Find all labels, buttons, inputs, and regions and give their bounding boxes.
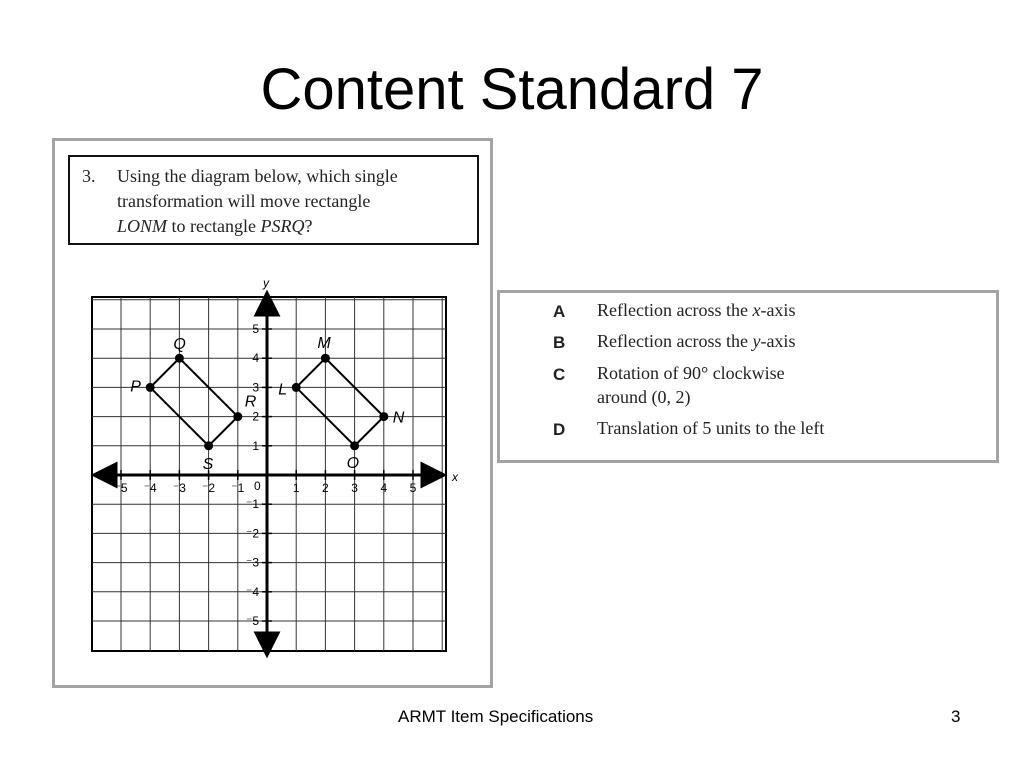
option-d-letter: D <box>553 420 566 439</box>
option-c-text-line2: around (0, 2) <box>597 387 691 407</box>
point-p <box>145 382 155 392</box>
footer-text: ARMT Item Specifications <box>398 707 594 726</box>
point-label-m: M <box>317 335 331 352</box>
x-tick-label: 1 <box>293 481 300 495</box>
point-label-r: R <box>245 394 257 411</box>
point-label-p: P <box>130 378 141 395</box>
option-b-text: Reflection across the y-axis <box>597 331 796 351</box>
x-tick-label: 2 <box>322 481 329 495</box>
point-label-s: S <box>203 456 214 473</box>
point-n <box>379 412 389 422</box>
point-label-l: L <box>278 381 287 398</box>
y-tick-label: ⁻2 <box>246 526 259 540</box>
option-a-text: Reflection across the x-axis <box>597 300 796 320</box>
point-q <box>174 353 184 363</box>
x-tick-label: 3 <box>351 481 358 495</box>
y-tick-label: 1 <box>252 439 259 453</box>
point-l <box>291 382 301 392</box>
x-tick-label: ⁻3 <box>173 481 186 495</box>
y-tick-label: 3 <box>252 380 259 394</box>
question-line-1: Using the diagram below, which single <box>117 166 398 186</box>
x-axis-label: x <box>451 470 459 484</box>
x-tick-label: ⁻5 <box>114 481 127 495</box>
x-tick-label: 5 <box>410 481 417 495</box>
point-label-n: N <box>393 410 405 427</box>
rect-psrq-name: PSRQ <box>260 216 305 236</box>
question-connector: to rectangle <box>167 216 261 236</box>
point-label-q: Q <box>173 336 185 353</box>
question-number: 3. <box>82 166 96 186</box>
point-s <box>204 441 214 451</box>
option-d-text: Translation of 5 units to the left <box>597 418 825 438</box>
point-r <box>233 412 243 422</box>
option-b-letter: B <box>553 333 566 352</box>
question-line-3: LONM to rectangle PSRQ? <box>117 216 312 237</box>
rectangle-pqrs <box>148 356 240 448</box>
x-tick-label: ⁻1 <box>231 481 244 495</box>
x-tick-label: 4 <box>380 481 387 495</box>
slide-title: Content Standard 7 <box>260 57 764 122</box>
question-box <box>68 155 479 245</box>
origin-label: 0 <box>254 479 261 493</box>
rect-lonm-name: LONM <box>117 216 168 236</box>
answer-frame <box>497 290 999 463</box>
point-o <box>350 441 360 451</box>
y-tick-label: ⁻4 <box>246 585 259 599</box>
points: L M N O P Q R S <box>130 335 405 473</box>
x-tick-label: ⁻2 <box>202 481 215 495</box>
page-number: 3 <box>951 707 961 726</box>
option-a-letter: A <box>553 302 566 321</box>
point-label-o: O <box>347 455 359 472</box>
y-tick-label: 4 <box>252 351 259 365</box>
question-line-2: transformation will move rectangle <box>117 191 371 211</box>
option-c-letter: C <box>553 365 566 384</box>
x-tick-label: ⁻4 <box>144 481 157 495</box>
option-c-text: Rotation of 90° clockwise <box>597 363 785 383</box>
y-tick-label: ⁻3 <box>246 556 259 570</box>
y-axis-label: y <box>262 276 270 290</box>
question-mark: ? <box>304 216 313 236</box>
point-m <box>320 353 330 363</box>
axis-ticks: ⁻5 ⁻4 ⁻3 ⁻2 ⁻1 1 2 3 4 5 5 4 3 2 1 ⁻1 ⁻2 ⁻3 ⁻4 ⁻5 <box>114 322 416 628</box>
y-tick-label: ⁻5 <box>246 614 259 628</box>
coordinate-graph: x y 0 ⁻5 ⁻4 ⁻3 ⁻2 ⁻1 1 2 3 4 5 5 4 3 2 1 ⁻1 ⁻2 ⁻3 ⁻4 ⁻5 L M N O P… <box>90 276 459 659</box>
y-tick-label: 2 <box>252 410 259 424</box>
y-tick-label: 5 <box>252 322 259 336</box>
y-tick-label: ⁻1 <box>246 497 259 511</box>
rectangle-lmno <box>294 356 386 448</box>
